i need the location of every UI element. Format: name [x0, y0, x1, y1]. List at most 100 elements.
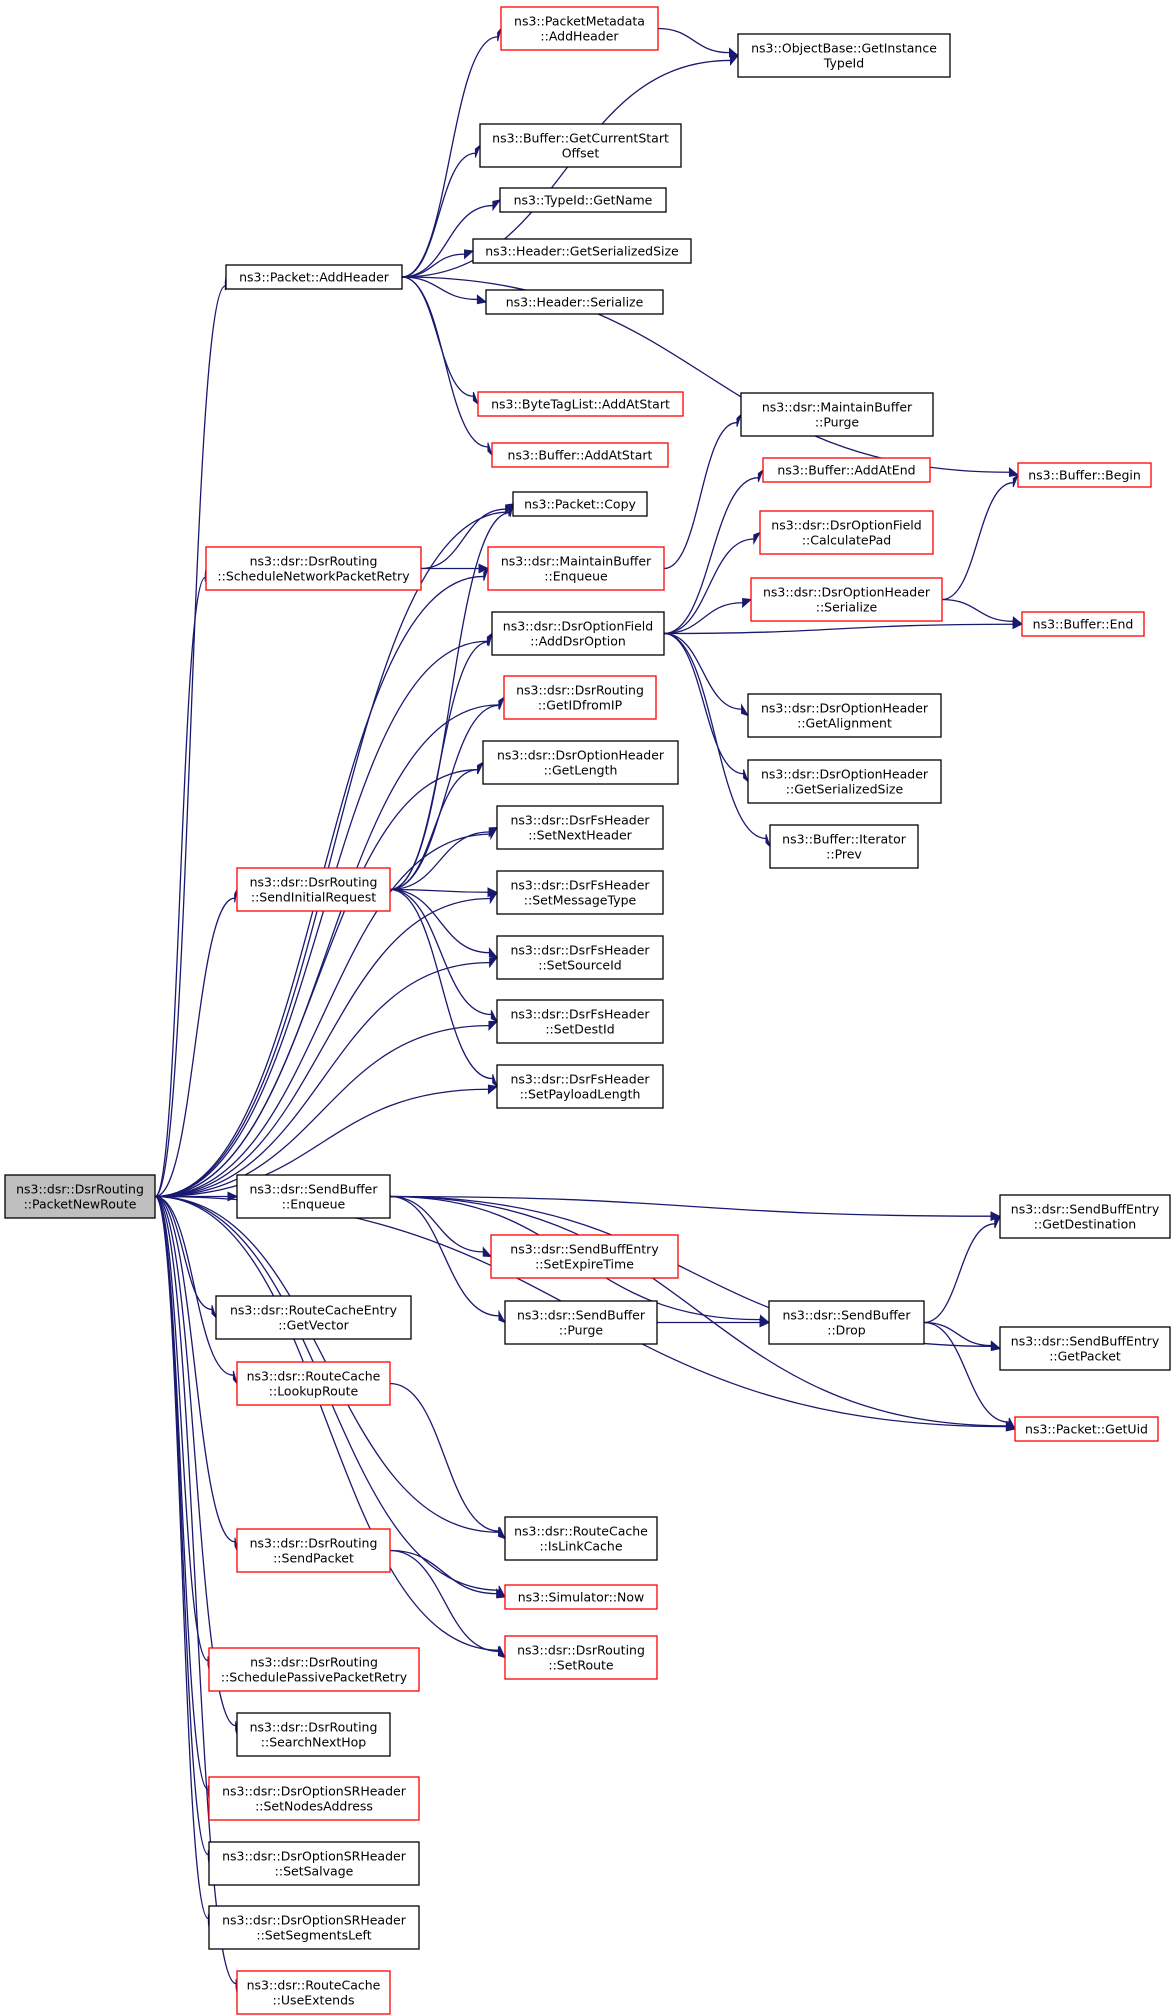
node-label-line: ::SendInitialRequest [251, 890, 376, 905]
node-box [208, 1647, 420, 1692]
node-set_route[interactable]: ns3::dsr::DsrRouting::SetRoute [504, 1635, 658, 1680]
node-bufiter_prev[interactable]: ns3::Buffer::Iterator::Prev [769, 824, 919, 869]
edge-root-to-rce_getvector [154, 1195, 213, 1311]
node-fshdr_setdestid[interactable]: ns3::dsr::DsrFsHeader::SetDestId [496, 999, 664, 1044]
node-getidfromip[interactable]: ns3::dsr::DsrRouting::GetIDfromIP [503, 675, 657, 720]
node-buf_begin[interactable]: ns3::Buffer::Begin [1017, 462, 1152, 488]
edge-root-to-fshdr_setpayload [154, 1088, 489, 1198]
node-box [496, 999, 664, 1044]
node-box [215, 1295, 412, 1340]
node-maintbuf_enqueue[interactable]: ns3::dsr::MaintainBuffer::Enqueue [487, 546, 665, 591]
node-fshdr_setpayload[interactable]: ns3::dsr::DsrFsHeader::SetPayloadLength [496, 1064, 664, 1109]
edge-root-to-optfield_adddsr [154, 640, 488, 1198]
node-box [472, 238, 692, 264]
node-search_nexthop[interactable]: ns3::dsr::DsrRouting::SearchNextHop [236, 1712, 391, 1757]
node-sendbuf_drop[interactable]: ns3::dsr::SendBuffer::Drop [768, 1300, 925, 1345]
node-sim_now[interactable]: ns3::Simulator::Now [504, 1584, 658, 1610]
node-label-line: ::GetPacket [1049, 1349, 1121, 1364]
node-opthdr_getserialsize[interactable]: ns3::dsr::DsrOptionHeader::GetSerialized… [747, 759, 942, 804]
node-fshdr_setmsgtype[interactable]: ns3::dsr::DsrFsHeader::SetMessageType [496, 870, 664, 915]
node-opthdr_getlength[interactable]: ns3::dsr::DsrOptionHeader::GetLength [482, 740, 679, 785]
node-rc_lookup[interactable]: ns3::dsr::RouteCache::LookupRoute [236, 1361, 391, 1406]
node-box [491, 611, 665, 656]
node-label-line: ns3::dsr::DsrOptionHeader [761, 701, 929, 716]
node-pkt_addheader[interactable]: ns3::Packet::AddHeader [225, 264, 403, 290]
node-sbe_setexpire[interactable]: ns3::dsr::SendBuffEntry::SetExpireTime [490, 1234, 679, 1279]
node-label-line: ns3::dsr::SendBuffEntry [1011, 1334, 1160, 1349]
node-label-line: ns3::dsr::DsrFsHeader [510, 943, 650, 958]
node-box [208, 1905, 420, 1950]
node-srhdr_setsegleft[interactable]: ns3::dsr::DsrOptionSRHeader::SetSegments… [208, 1905, 420, 1950]
node-label-line: ns3::dsr::SendBuffer [249, 1182, 378, 1197]
arrowhead-send_initreq-to-fshdr_setnext [488, 826, 499, 838]
node-box [490, 1234, 679, 1279]
node-label-line: ::SetExpireTime [535, 1257, 634, 1272]
arrowhead-root-to-rc_lookup [232, 1370, 238, 1384]
node-box [1017, 462, 1152, 488]
arrowhead-opthdr_serialize-to-buf_end [1012, 616, 1024, 627]
edge-optfield_adddsr-to-buf_end [663, 623, 1014, 635]
node-label-line: ns3::dsr::RouteCache [514, 1524, 648, 1539]
node-bytetag_addatstart[interactable]: ns3::ByteTagList::AddAtStart [477, 391, 684, 417]
edge-send_initreq-to-fshdr_setsrcid [389, 888, 490, 954]
node-hdr_serialize[interactable]: ns3::Header::Serialize [485, 289, 664, 315]
node-sbe_getdest[interactable]: ns3::dsr::SendBuffEntry::GetDestination [999, 1194, 1171, 1239]
node-maintbuf_purge[interactable]: ns3::dsr::MaintainBuffer::Purge [740, 392, 934, 437]
arrowhead-sendbuf_drop-to-sbe_getpacket [990, 1340, 1002, 1351]
node-label-line: ns3::PacketMetadata [514, 14, 645, 29]
node-pkt_copy[interactable]: ns3::Packet::Copy [512, 491, 648, 517]
node-label-line: ns3::TypeId::GetName [514, 193, 653, 208]
edge-pkt_addheader-to-buf_curstart [401, 152, 476, 278]
edge-root-to-sched_netretry [154, 576, 206, 1198]
node-pktmeta_addheader[interactable]: ns3::PacketMetadata::AddHeader [500, 6, 659, 51]
node-buf_addatend[interactable]: ns3::Buffer::AddAtEnd [762, 457, 931, 483]
node-label-line: ::SendPacket [273, 1551, 354, 1566]
edge-pkt_addheader-to-objbase_typeid [401, 59, 731, 278]
node-label-line: ::SetPayloadLength [520, 1087, 641, 1102]
node-opthdr_serialize[interactable]: ns3::dsr::DsrOptionHeader::Serialize [750, 577, 943, 622]
node-label-line: ::Prev [826, 847, 862, 862]
node-typeid_getname[interactable]: ns3::TypeId::GetName [499, 187, 667, 213]
node-box [504, 1635, 658, 1680]
node-srhdr_setsalvage[interactable]: ns3::dsr::DsrOptionSRHeader::SetSalvage [208, 1841, 420, 1886]
node-label-line: ::GetSerializedSize [786, 782, 904, 797]
node-sched_netretry[interactable]: ns3::dsr::DsrRouting::ScheduleNetworkPac… [205, 546, 422, 591]
node-label-line: ns3::ByteTagList::AddAtStart [491, 397, 670, 412]
edge-optfield_adddsr-to-opthdr_getalign [663, 632, 742, 710]
node-optfield_adddsr[interactable]: ns3::dsr::DsrOptionField::AddDsrOption [491, 611, 665, 656]
node-box [499, 187, 667, 213]
node-label-line: ns3::dsr::MaintainBuffer [762, 400, 913, 415]
node-pkt_getuid[interactable]: ns3::Packet::GetUid [1014, 1416, 1159, 1442]
node-optfield_calcpad[interactable]: ns3::dsr::DsrOptionField::CalculatePad [759, 510, 934, 555]
node-buf_addatstart[interactable]: ns3::Buffer::AddAtStart [491, 442, 669, 468]
node-rc_useextends[interactable]: ns3::dsr::RouteCache::UseExtends [236, 1970, 391, 2015]
node-fshdr_setsrcid[interactable]: ns3::dsr::DsrFsHeader::SetSourceId [496, 935, 664, 980]
node-buf_end[interactable]: ns3::Buffer::End [1021, 611, 1145, 637]
edge-root-to-rc_lookup [154, 1195, 234, 1376]
node-rce_getvector[interactable]: ns3::dsr::RouteCacheEntry::GetVector [215, 1295, 412, 1340]
node-send_initreq[interactable]: ns3::dsr::DsrRouting::SendInitialRequest [236, 867, 391, 912]
node-hdr_serialsize[interactable]: ns3::Header::GetSerializedSize [472, 238, 692, 264]
arrowhead-pkt_addheader-to-buf_curstart [474, 144, 482, 158]
node-srhdr_setnodes[interactable]: ns3::dsr::DsrOptionSRHeader::SetNodesAdd… [208, 1776, 420, 1821]
node-rc_islinkcache[interactable]: ns3::dsr::RouteCache::IsLinkCache [504, 1516, 658, 1561]
node-opthdr_getalign[interactable]: ns3::dsr::DsrOptionHeader::GetAlignment [747, 693, 942, 738]
arrowhead-sendbuf_drop-to-pkt_getuid [1008, 1417, 1017, 1431]
node-box [485, 289, 664, 315]
node-send_packet[interactable]: ns3::dsr::DsrRouting::SendPacket [236, 1528, 391, 1573]
node-box [496, 805, 664, 850]
node-label-line: ns3::dsr::DsrRouting [250, 1655, 378, 1670]
arrowhead-optfield_adddsr-to-bufiter_prev [765, 834, 771, 847]
node-sched_passive[interactable]: ns3::dsr::DsrRouting::SchedulePassivePac… [208, 1647, 420, 1692]
edge-sendbuf_enqueue-to-sbe_setexpire [389, 1195, 484, 1253]
node-sendbuf_enqueue[interactable]: ns3::dsr::SendBuffer::Enqueue [236, 1174, 391, 1219]
node-label-line: ns3::dsr::DsrOptionField [771, 518, 921, 533]
node-label-line: ::IsLinkCache [539, 1539, 622, 1554]
node-sendbuf_purge[interactable]: ns3::dsr::SendBuffer::Purge [504, 1300, 658, 1345]
node-fshdr_setnext[interactable]: ns3::dsr::DsrFsHeader::SetNextHeader [496, 805, 664, 850]
node-sbe_getpacket[interactable]: ns3::dsr::SendBuffEntry::GetPacket [999, 1326, 1171, 1371]
arrowhead-pkt_addheader-to-hdr_serialize [476, 294, 488, 305]
node-root[interactable]: ns3::dsr::DsrRouting::PacketNewRoute [4, 1174, 156, 1219]
